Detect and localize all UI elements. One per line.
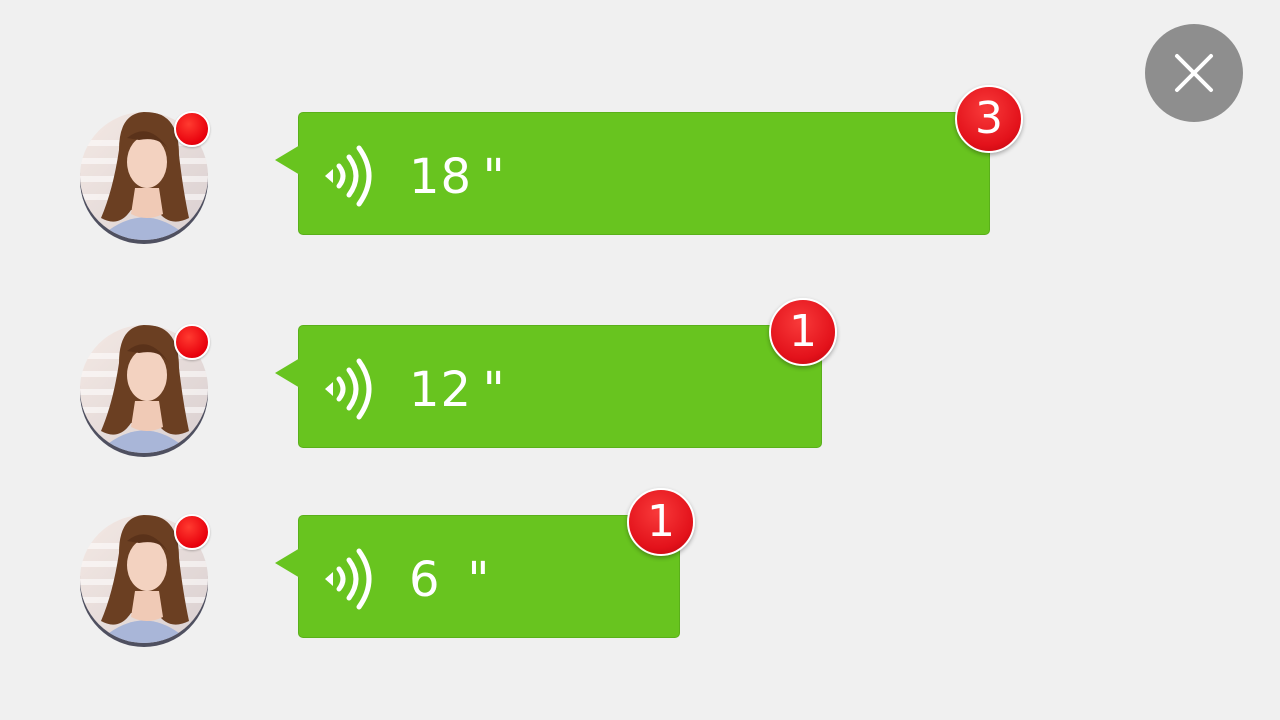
close-button[interactable]: [1145, 24, 1243, 122]
unread-dot: [174, 111, 210, 147]
voice-bubble[interactable]: 6 " 1: [275, 488, 695, 638]
unread-count-badge: 1: [627, 488, 695, 556]
unread-count-badge: 3: [955, 85, 1023, 153]
voice-duration: 6 ": [409, 552, 491, 608]
voice-bubble[interactable]: 18 " 3: [275, 85, 1023, 235]
close-icon: [1175, 54, 1213, 92]
unread-dot: [174, 514, 210, 550]
voice-message-row: 12 " 1: [0, 298, 1280, 458]
bubble-tail: [275, 548, 300, 578]
voice-message-row: 6 " 1: [0, 488, 1280, 648]
voice-bubble[interactable]: 12 " 1: [275, 298, 837, 448]
unread-dot: [174, 324, 210, 360]
voice-duration: 18 ": [409, 149, 506, 205]
bubble-tail: [275, 145, 300, 175]
unread-count-badge: 1: [769, 298, 837, 366]
voice-wave-icon: [321, 145, 375, 207]
voice-message-row: 18 " 3: [0, 85, 1280, 246]
voice-wave-icon: [321, 548, 375, 610]
voice-wave-icon: [321, 358, 375, 420]
bubble-tail: [275, 358, 300, 388]
avatar[interactable]: [79, 110, 209, 246]
voice-duration: 12 ": [409, 362, 506, 418]
